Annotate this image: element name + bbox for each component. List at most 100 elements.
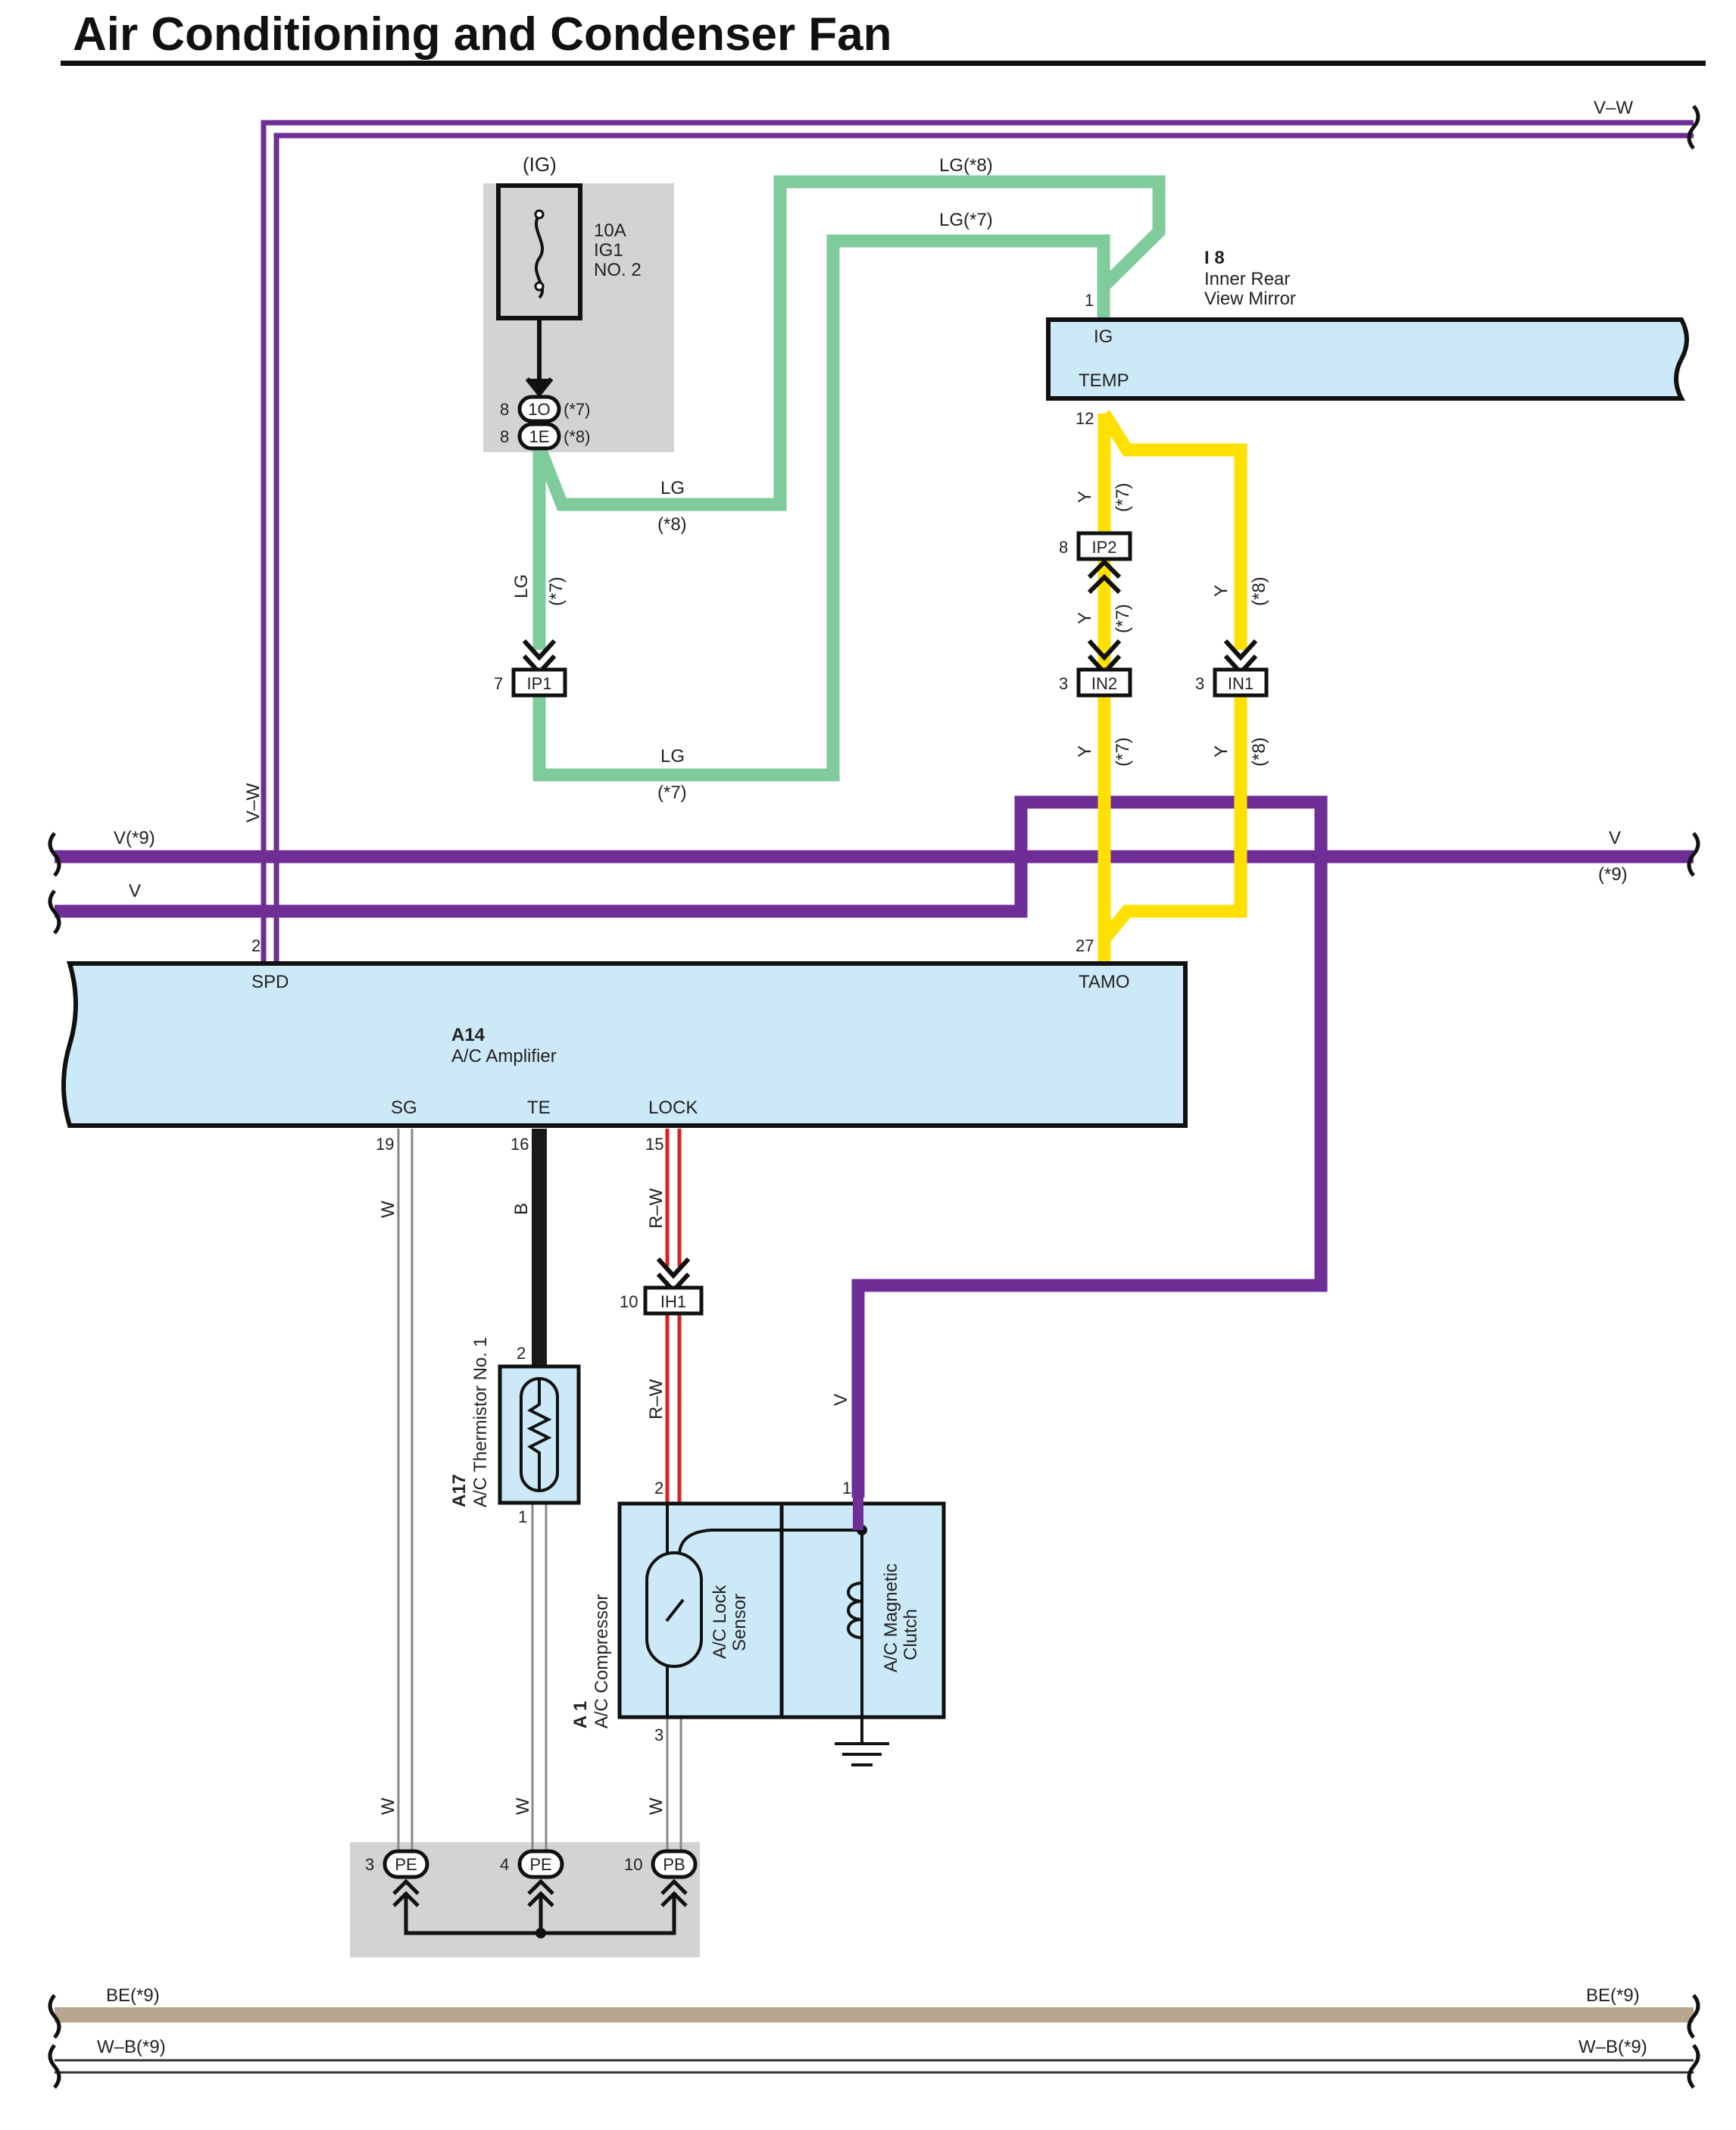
mirror-pin-temp: 12 [1076,409,1094,428]
label-v-clutch: V [831,1394,851,1406]
label-y1: Y [1075,491,1095,503]
label-y4: Y [1075,745,1095,757]
connector-1o-note: (*7) [564,400,590,419]
fuse-arrow-icon [525,377,554,398]
svg-text:IN1: IN1 [1228,674,1254,693]
wire-vw-outer [261,120,1694,963]
label-y5-note: (*8) [1249,737,1269,767]
svg-text:IH1: IH1 [660,1292,686,1311]
label-lg-vert-note: (*7) [546,576,567,606]
svg-text:PE: PE [529,1855,551,1874]
wire-lg-star7-top [532,234,1110,782]
page-title: Air Conditioning and Condenser Fan [73,8,892,61]
compressor-pin-3: 3 [654,1726,663,1744]
fuse-rating: 10A [594,220,626,241]
ground-joint-pe-1: PE 3 [365,1849,429,1879]
wire-v-bus [55,795,1328,1498]
mirror-label-ig: IG [1094,326,1113,347]
label-lg-star8-top: LG(*8) [939,155,993,176]
connector-1e-note: (*8) [564,427,590,446]
mirror-name1: Inner Rear [1204,269,1290,289]
label-rw-upper: R–W [646,1188,667,1229]
fuse-source-label: (IG) [523,153,557,176]
amplifier-spd-pin: 2 [251,936,261,955]
svg-text:IN2: IN2 [1091,674,1117,693]
mirror-body [1046,317,1689,401]
label-y1-note: (*7) [1113,483,1133,512]
svg-text:4: 4 [500,1855,509,1874]
compressor-pin-1: 1 [842,1479,851,1498]
amplifier-te: TE [527,1098,551,1118]
label-w-low2: W [513,1797,533,1815]
wire-y-branch-right [1098,410,1247,650]
label-lg-star7-top: LG(*7) [939,210,993,230]
label-wb-right: W–B(*9) [1578,2037,1647,2057]
svg-text:3: 3 [1195,674,1204,693]
connector-in2: IN2 3 [1059,639,1132,698]
svg-text:10: 10 [620,1292,638,1311]
connector-ih1: IH1 10 [620,1257,704,1316]
label-y3: Y [1211,585,1232,597]
lock-sensor-label-1: A/C Lock [710,1585,730,1659]
svg-text:3: 3 [365,1855,374,1874]
svg-text:7: 7 [494,674,503,693]
compressor-pin-2: 2 [654,1479,663,1498]
label-lg-mid: LG [660,478,685,498]
connector-ip2: IP2 8 [1059,531,1132,595]
ground-joint-bus [392,1879,688,1935]
label-w-low1: W [378,1797,398,1815]
amplifier-lock-pin: 15 [645,1135,663,1154]
label-y2: Y [1075,612,1095,624]
amplifier-tamo-pin: 27 [1076,936,1094,955]
magnetic-clutch-coil-icon [847,1582,863,1639]
svg-text:PB: PB [663,1855,685,1874]
connector-1e-label: 1E [529,427,550,446]
thermistor-pin-bottom: 1 [518,1507,527,1526]
amplifier-spd: SPD [251,972,289,992]
label-y4-note: (*7) [1113,737,1133,767]
mirror-pin-ig: 1 [1085,291,1094,310]
label-wb-left: W–B(*9) [97,2037,166,2057]
mirror-label-temp: TEMP [1079,370,1129,391]
label-w-sg: W [378,1201,398,1218]
svg-text:IP2: IP2 [1091,538,1116,557]
label-w-low3: W [646,1797,667,1815]
connector-ip1: IP1 7 [494,639,567,698]
svg-text:10: 10 [624,1855,642,1874]
wire-y-branch-right-low [1099,695,1247,944]
label-b-te: B [511,1203,532,1215]
compressor-code: A 1 [570,1701,591,1729]
label-lg-low: LG [660,746,685,767]
thermistor-pin-top: 2 [517,1344,526,1363]
label-rw-lower: R–W [646,1379,667,1419]
mirror-code: I 8 [1204,248,1225,268]
label-v-right-note: (*9) [1598,864,1628,885]
connector-1o-label: 1O [528,400,550,419]
amplifier-code: A14 [451,1025,486,1045]
connector-1o [517,395,561,423]
label-vw-vertical: V–W [243,783,264,823]
amplifier-sg-pin: 19 [376,1135,394,1154]
label-v-right: V [1609,828,1621,848]
connector-in1: IN1 3 [1195,639,1269,698]
connector-1e-pin: 8 [500,427,509,446]
label-lg-low-note: (*7) [657,782,687,803]
thermistor-code: A17 [449,1474,470,1507]
lock-sensor-icon [645,1551,703,1668]
label-lg-vert: LG [511,574,532,598]
label-y5: Y [1211,745,1232,757]
svg-text:IP1: IP1 [526,674,551,693]
svg-text:8: 8 [1059,538,1068,557]
amplifier-name: A/C Amplifier [451,1046,557,1067]
label-lg-mid-note: (*8) [657,514,687,535]
title-rule [61,61,1706,66]
label-v-star9-left: V(*9) [114,828,155,848]
fuse-name1: IG1 [594,240,623,261]
connector-1e [517,422,561,451]
ground-icon [835,1704,889,1766]
label-y2-note: (*7) [1113,604,1133,633]
lock-sensor-label-2: Sensor [729,1594,750,1651]
clutch-label-1: A/C Magnetic [881,1563,901,1672]
ground-joint-pb: PB 10 [624,1849,698,1879]
compressor-name: A/C Compressor [592,1594,612,1729]
